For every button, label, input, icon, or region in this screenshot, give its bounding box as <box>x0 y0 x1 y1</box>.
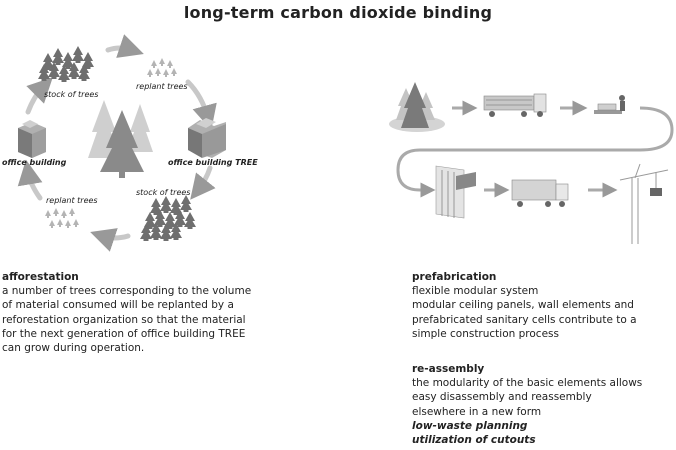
reassembly-block: re-assembly the modularity of the basic … <box>412 362 674 447</box>
process-arrows <box>396 100 674 198</box>
reassembly-line: elsewhere in a new form <box>412 405 542 418</box>
afforestation-heading: afforestation <box>2 271 79 283</box>
forest-icon <box>389 82 445 132</box>
office-building-icon <box>18 120 46 158</box>
afforestation-line: of material consumed will be replanted b… <box>2 299 234 312</box>
reassembly-line: easy disassembly and reassembly <box>412 391 592 404</box>
label-stock-of-trees-bottom: stock of trees <box>136 188 191 197</box>
label-office-building-tree: office building TREE <box>168 158 258 167</box>
prefabrication-heading: prefabrication <box>412 271 497 283</box>
cycle-arrows <box>17 34 217 252</box>
reassembly-emphasis: low-waste planning <box>412 419 528 432</box>
replant-trees-bottom-icon <box>45 208 79 228</box>
reassembly-heading: re-assembly <box>412 363 485 375</box>
prefabrication-line: flexible modular system <box>412 285 539 298</box>
label-replant-trees-top: replant trees <box>136 82 188 91</box>
tree-stock-bottom-icon <box>140 195 196 241</box>
page-title: long-term carbon dioxide binding <box>183 3 493 22</box>
log-truck-icon <box>483 93 547 117</box>
prefabrication-line: modular ceiling panels, wall elements an… <box>412 299 634 312</box>
label-stock-of-trees-top: stock of trees <box>44 90 99 99</box>
replant-trees-top-icon <box>147 58 177 77</box>
prefabrication-line: simple construction process <box>412 327 559 340</box>
office-building-tree-icon <box>188 118 226 158</box>
label-replant-trees-bottom: replant trees <box>46 196 98 205</box>
afforestation-line: a number of trees corresponding to the v… <box>2 285 252 298</box>
tree-stock-top-icon <box>38 46 94 82</box>
label-office-building: office building <box>2 158 67 167</box>
module-truck-icon <box>511 179 569 207</box>
prefabrication-line: prefabricated sanitary cells contribute … <box>412 313 637 326</box>
afforestation-block: afforestation a number of trees correspo… <box>2 270 302 355</box>
afforestation-line: reforestation organization so that the m… <box>2 313 246 326</box>
crane-icon <box>619 163 669 244</box>
afforestation-line: for the next generation of office buildi… <box>2 327 246 340</box>
sawmill-icon <box>594 95 625 114</box>
reassembly-line: the modularity of the basic elements all… <box>412 377 643 390</box>
reassembly-emphasis: utilization of cutouts <box>412 434 536 447</box>
prefab-panels-icon <box>435 165 476 219</box>
prefabrication-block: prefabrication flexible modular system m… <box>412 270 674 341</box>
afforestation-line: can grow during operation. <box>2 342 145 355</box>
central-trees-icon <box>88 100 153 178</box>
